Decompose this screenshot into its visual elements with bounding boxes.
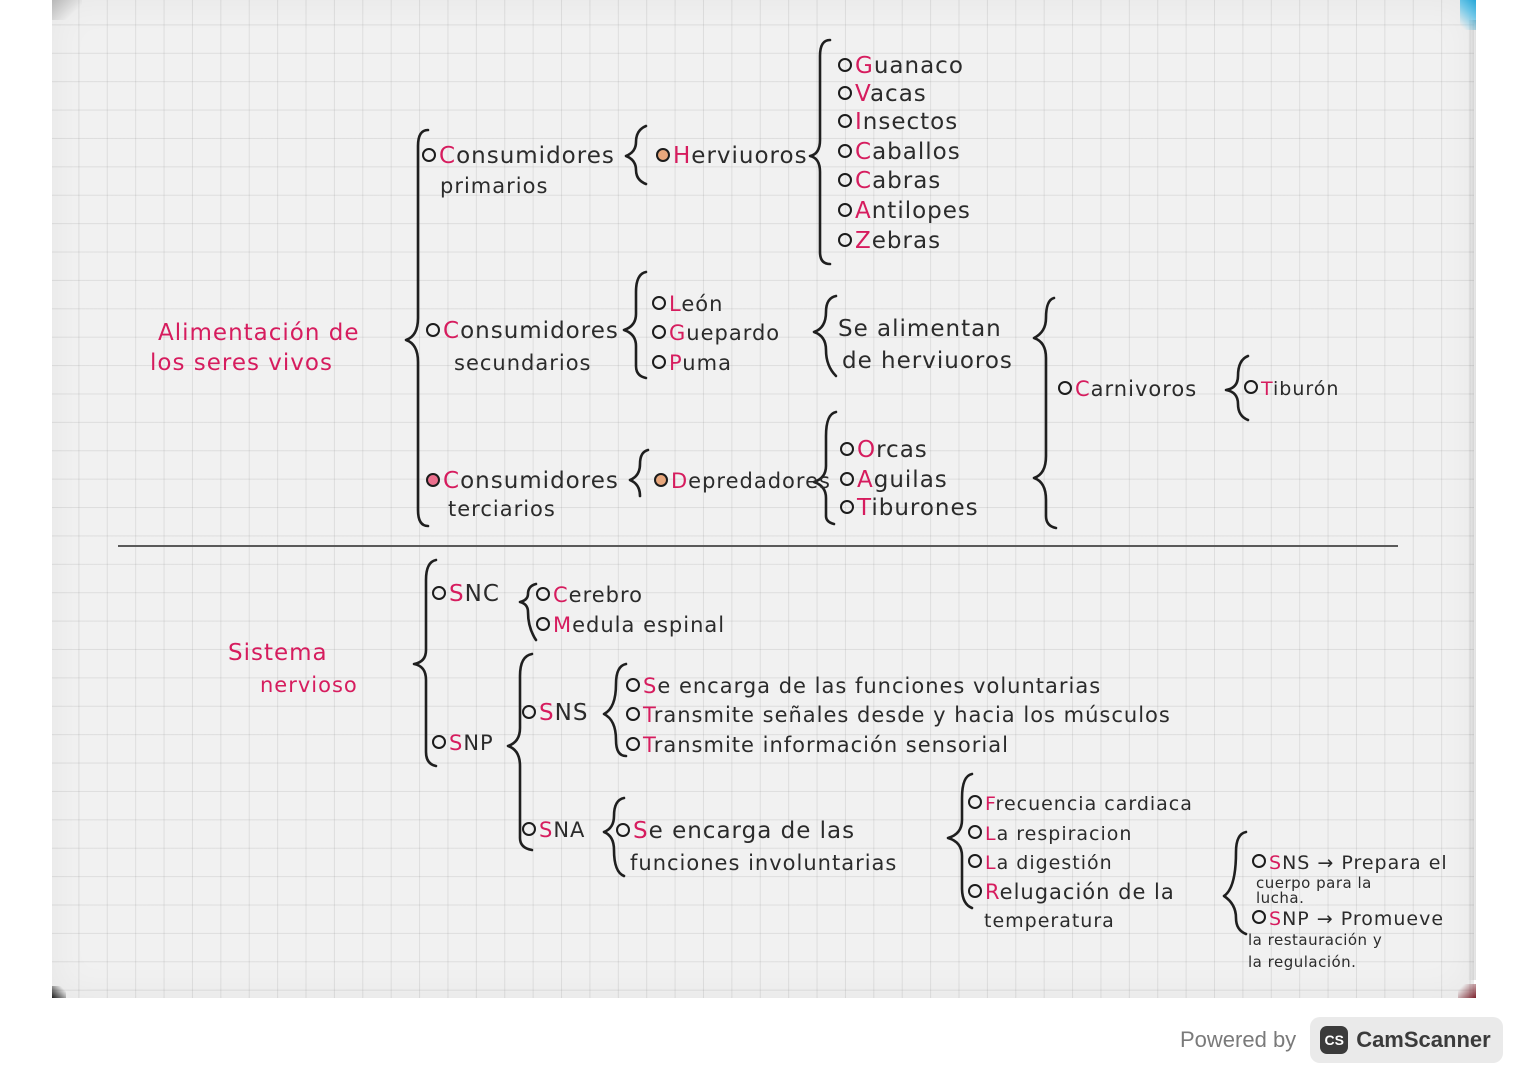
- node-carnivoros: Carnivoros: [1058, 377, 1197, 401]
- map-title-line2: nervioso: [260, 673, 358, 697]
- section-divider: [118, 545, 1398, 547]
- brace-secundarios-items: [812, 294, 838, 378]
- node-sns: SNS: [522, 700, 588, 726]
- powered-by-text: Powered by: [1180, 1027, 1297, 1052]
- list-item: Caballos: [838, 139, 961, 165]
- list-item: Insectos: [838, 109, 958, 135]
- list-item: La respiracion: [968, 823, 1132, 845]
- list-item: Vacas: [838, 81, 927, 107]
- page-edge-shadow: [1468, 20, 1476, 980]
- page-corner-shadow: [52, 0, 82, 20]
- brace-main-feeding: [404, 128, 430, 528]
- brace-sna-subs: [1222, 830, 1248, 936]
- brace-sns: [602, 662, 628, 758]
- list-item: Antilopes: [838, 198, 971, 224]
- list-item: Tiburones: [840, 495, 979, 521]
- node-consumidores-secundarios-line2: secundarios: [454, 351, 592, 375]
- brace-snp: [506, 652, 534, 852]
- list-item: Cabras: [838, 168, 941, 194]
- brace-depredadores: [812, 410, 838, 526]
- list-item: La digestión: [968, 852, 1113, 874]
- brace-secundarios: [622, 270, 648, 380]
- note-sns: SNS → Prepara el: [1252, 852, 1448, 874]
- list-item: Orcas: [840, 437, 928, 463]
- list-item-line2: temperatura: [984, 910, 1115, 932]
- brace-sna-effects: [946, 772, 974, 910]
- map-title-line1: Sistema: [228, 640, 328, 666]
- list-item: Cerebro: [536, 583, 643, 607]
- list-item: León: [652, 292, 723, 316]
- page-corner-shadow: [1458, 984, 1476, 998]
- node-se-alimentan-line2: de herviuoros: [842, 348, 1013, 374]
- camscanner-logo-icon: CS: [1320, 1026, 1349, 1054]
- note-sns-line2: cuerpo para la: [1256, 874, 1372, 892]
- note-snp-line2: la restauración y: [1248, 931, 1383, 949]
- node-consumidores-primarios-line2: primarios: [440, 174, 549, 198]
- node-sna-desc: Se encarga de las: [616, 818, 855, 844]
- list-item: Guepardo: [652, 321, 780, 345]
- node-consumidores-secundarios: Consumidores: [426, 318, 619, 344]
- list-item: Medula espinal: [536, 613, 725, 637]
- node-se-alimentan: Se alimentan: [838, 316, 1002, 342]
- list-item: Frecuencia cardiaca: [968, 793, 1193, 815]
- list-item: Se encarga de las funciones voluntarias: [626, 674, 1101, 698]
- brace-main-nervous: [412, 558, 438, 768]
- map-title-line1: Alimentación de: [158, 320, 360, 346]
- node-snc: SNC: [432, 581, 500, 607]
- list-item: Transmite señales desde y hacia los músc…: [626, 703, 1171, 727]
- note-sns-line3: lucha.: [1256, 889, 1305, 907]
- list-item: Aguilas: [840, 467, 948, 493]
- list-item: Zebras: [838, 228, 941, 254]
- node-depredadores: Depredadores: [654, 469, 831, 493]
- note-snp-line3: la regulación.: [1248, 953, 1357, 971]
- brace-terciarios: [628, 448, 650, 498]
- list-item: Transmite información sensorial: [626, 733, 1009, 757]
- brace-primarios: [624, 124, 648, 186]
- node-consumidores-primarios: Consumidores: [422, 143, 615, 169]
- camscanner-watermark: Powered by CS CamScanner: [1180, 1016, 1503, 1064]
- node-snp: SNP: [432, 731, 494, 755]
- camscanner-badge: CS CamScanner: [1310, 1017, 1503, 1063]
- map-title-line2: los seres vivos: [150, 350, 333, 376]
- camscanner-brand: CamScanner: [1356, 1027, 1491, 1052]
- brace-snc: [518, 582, 538, 642]
- node-sna: SNA: [522, 818, 585, 842]
- node-tiburon: Tiburón: [1244, 378, 1339, 400]
- note-snp: SNP → Promueve: [1252, 908, 1444, 930]
- brace-herviuoros: [808, 38, 832, 266]
- page-corner-shadow: [52, 986, 66, 998]
- list-item: Guanaco: [838, 53, 964, 79]
- brace-tiburon: [1224, 354, 1250, 422]
- node-sna-desc-line2: funciones involuntarias: [630, 851, 898, 875]
- node-herviuoros: Herviuoros: [656, 143, 808, 169]
- node-consumidores-terciarios: Consumidores: [426, 468, 619, 494]
- page-corner-shadow: [1460, 0, 1476, 30]
- list-item: Relugación de la: [968, 880, 1175, 904]
- brace-carnivoros: [1032, 296, 1058, 530]
- node-consumidores-terciarios-line2: terciarios: [448, 497, 556, 521]
- brace-sna: [602, 796, 626, 878]
- list-item: Puma: [652, 351, 732, 375]
